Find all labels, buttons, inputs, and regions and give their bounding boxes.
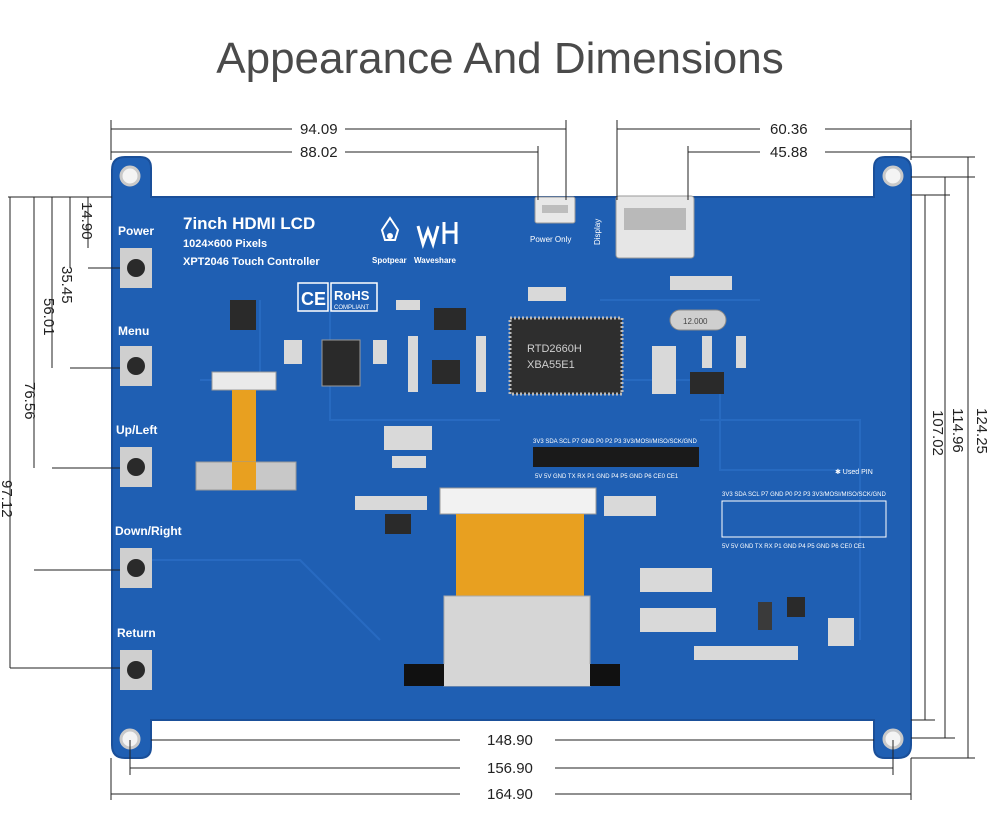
button-label-up-left: Up/Left [116,423,157,437]
ic-small-7 [758,602,772,630]
chip-line1: RTD2660H [527,343,582,355]
button-label-power: Power [118,224,154,238]
pcb-board: 7inch HDMI LCD 1024×600 Pixels XPT2046 T… [111,156,912,759]
dimension-labels: 94.09 88.02 60.36 45.88 14.90 35.45 56.0… [0,121,990,803]
mount-hole-tr [882,165,904,187]
fpc-connector [439,487,597,515]
gpio-header-2 [721,500,887,538]
dim-left-b: 35.45 [58,266,75,304]
ic-small-2 [434,308,466,330]
button-label-down-right: Down/Right [115,524,182,538]
dim-right-b: 114.96 [949,408,966,453]
power-port-label: Power Only [530,235,571,244]
waveshare-logo [416,222,458,249]
dim-left-a: 14.90 [78,202,95,240]
button-up-left[interactable] [120,447,152,487]
button-label-menu: Menu [118,324,149,338]
mount-hole-tl [119,165,141,187]
power-port-slot [542,205,568,213]
dim-left-e: 97.12 [0,480,15,518]
regulator [321,339,361,387]
rohs-compliant: COMPLIANT [334,305,369,311]
gpio-header-1 [533,447,699,467]
board-resolution: 1024×600 Pixels [183,238,267,250]
button-return[interactable] [120,650,152,690]
ic-small-3 [432,360,460,384]
dim-top-c: 60.36 [770,121,808,138]
main-chip [508,316,624,396]
page-title: Appearance And Dimensions [216,34,784,83]
button-down-right[interactable] [120,548,152,588]
header2-bottom-label: 5V 5V GND TX RX P1 GND P4 P5 GND P6 CE0 … [722,544,866,550]
button-menu[interactable] [120,346,152,386]
dim-bottom-a: 148.90 [487,732,533,749]
dim-right-a: 107.02 [929,410,946,456]
ic-small-4 [690,372,724,394]
ic-small-1 [230,300,256,330]
header1-top-label: 3V3 SDA SCL P7 GND P0 P2 P3 3V3/MOSI/MIS… [533,439,698,445]
ce-mark-box [297,282,329,312]
header1-bottom-label: 5V 5V GND TX RX P1 GND P4 P5 GND P6 CE0 … [535,474,679,480]
spotpear-logo [380,216,400,241]
logo-left-label: Spotpear [372,256,407,265]
dim-bottom-b: 156.90 [487,760,533,777]
ce-mark: CE [301,289,326,309]
crystal-label: 12.000 [683,317,708,326]
dim-left-d: 76.56 [21,382,38,420]
touch-flex-visible [232,462,256,490]
dim-bottom-c: 164.90 [487,786,533,803]
fpc-ribbon-over [444,664,590,686]
crystal [669,309,727,331]
dim-left-c: 56.01 [40,298,57,336]
chip-line2: XBA55E1 [527,359,575,371]
button-power[interactable] [120,248,152,288]
board-heading: 7inch HDMI LCD [183,214,315,233]
fpc-cable [456,514,584,598]
hdmi-port-label: Display [593,219,602,245]
touch-connector [211,371,277,391]
dim-right-c: 124.25 [973,408,990,454]
dimension-lines [8,120,975,800]
rohs-mark: RoHS [334,288,370,303]
used-pin-label: ✱ Used PIN [835,468,873,476]
hdmi-port-slot [624,208,686,230]
dim-top-d: 45.88 [770,144,808,161]
dim-top-a: 94.09 [300,121,338,138]
ic-small-5 [385,514,411,534]
ic-small-6 [787,597,805,617]
passives [284,276,854,660]
board-controller: XPT2046 Touch Controller [183,256,320,268]
pcb-outline [111,156,912,759]
rohs-mark-box [330,282,378,312]
button-label-return: Return [117,626,156,640]
logo-right-label: Waveshare [414,256,457,265]
dim-top-b: 88.02 [300,144,338,161]
header2-top-label: 3V3 SDA SCL P7 GND P0 P2 P3 3V3/MOSI/MIS… [722,492,887,498]
